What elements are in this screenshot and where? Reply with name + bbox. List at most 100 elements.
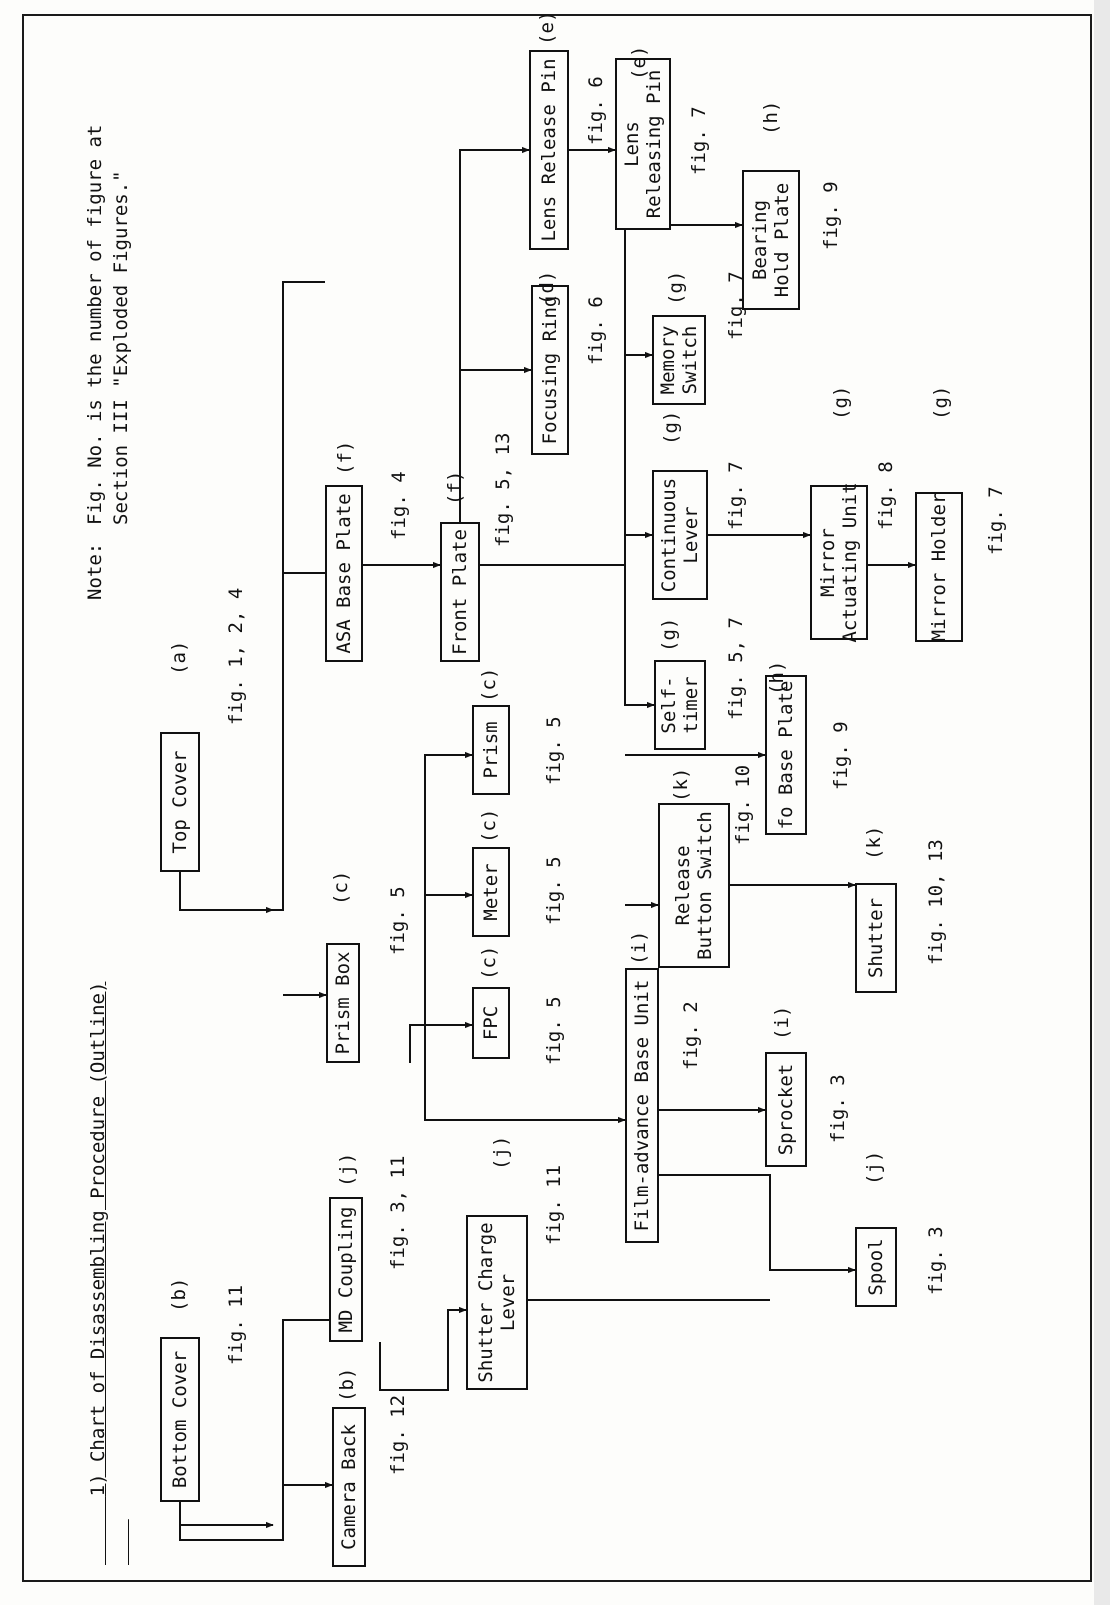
node-shutter: Shutter <box>855 883 897 993</box>
code-mirror-holder: (g) <box>930 385 952 420</box>
title-number: 1) <box>86 1473 109 1497</box>
node-continuous-lever: Continuous Lever <box>652 470 708 600</box>
code-top-cover: (a) <box>168 640 190 675</box>
node-prism-box: Prism Box <box>326 943 360 1063</box>
node-mirror-actuating-unit: Mirror Actuating Unit <box>810 482 868 643</box>
code-sprocket: (i) <box>771 1005 793 1040</box>
node-fpc: FPC <box>472 987 510 1059</box>
fig-release-button-switch: fig. 10 <box>732 764 754 845</box>
code-mirror-actuating-unit: (g) <box>830 385 852 420</box>
fig-bearing-hold-plate: fig. 9 <box>820 181 842 250</box>
connector-bottomcover <box>179 1319 329 1541</box>
fig-memory-switch: fig. 7 <box>725 271 747 340</box>
fig-front-plate: fig. 5, 13 <box>492 432 514 547</box>
connector-front-to-group <box>480 564 654 706</box>
fig-self-timer: fig. 5, 7 <box>725 617 747 720</box>
node-self-timer: Self- timer <box>654 660 706 750</box>
code-fpc: (c) <box>478 945 500 980</box>
fig-fpc: fig. 5 <box>543 996 565 1065</box>
node-meter: Meter <box>472 847 510 937</box>
code-fo-base-plate: (h) <box>766 660 788 695</box>
node-memory-switch: Memory Switch <box>652 315 706 405</box>
node-shutter-charge-lever: Shutter Charge Lever <box>466 1215 528 1390</box>
note-label: Note: <box>84 542 106 600</box>
connector-prismbox-to-fpc <box>409 1021 473 1063</box>
code-meter: (c) <box>478 808 500 843</box>
note-line-2: Section III "Exploded Figures." <box>110 170 132 525</box>
node-release-button-switch: Release Button Switch <box>658 803 730 968</box>
fig-meter: fig. 5 <box>543 856 565 925</box>
node-front-plate: Front Plate <box>440 522 480 662</box>
fig-sprocket: fig. 3 <box>827 1074 849 1143</box>
node-lens-release-pin: Lens Release Pin <box>529 50 569 250</box>
node-film-advance-base-unit: Film-advance Base Unit <box>625 968 659 1243</box>
code-self-timer: (g) <box>658 617 680 652</box>
connector-prismbox-prism <box>424 751 473 1063</box>
code-lens-release-pin: (e) <box>536 10 558 45</box>
connector-front-lens-branch <box>459 146 530 370</box>
page-border <box>22 14 1092 1582</box>
title-text: Chart of Disassembling Procedure (Outlin… <box>86 981 109 1463</box>
page-title: 1) Chart of Disassembling Procedure (Out… <box>64 982 132 1565</box>
code-front-plate: (f) <box>444 470 466 505</box>
fig-lens-release-pin: fig. 6 <box>585 76 607 145</box>
fig-asa-base-plate: fig. 4 <box>388 471 410 540</box>
connector-prismbox-meter <box>424 891 473 1063</box>
fig-film-advance-base-unit: fig. 2 <box>680 1001 702 1070</box>
code-lens-releasing-pin: (e) <box>628 45 650 80</box>
fig-continuous-lever: fig. 7 <box>725 461 747 530</box>
scan-edge <box>1094 0 1110 1605</box>
code-bottom-cover: (b) <box>168 1277 190 1312</box>
node-prism: Prism <box>472 705 510 795</box>
fig-mirror-holder: fig. 7 <box>985 486 1007 555</box>
code-camera-back: (b) <box>336 1367 358 1402</box>
connector-bottomcover-arrow <box>179 1502 274 1529</box>
code-shutter-charge-lever: (j) <box>490 1135 512 1170</box>
fig-spool: fig. 3 <box>925 1226 947 1295</box>
code-memory-switch: (g) <box>665 270 687 305</box>
fig-lens-releasing-pin: fig. 7 <box>688 106 710 175</box>
fig-shutter-charge-lever: fig. 11 <box>543 1164 565 1245</box>
code-md-coupling: (j) <box>336 1152 358 1187</box>
code-prism: (c) <box>478 667 500 702</box>
code-film-advance-base-unit: (i) <box>628 930 650 965</box>
code-focusing-ring: (d) <box>536 270 558 305</box>
code-continuous-lever: (g) <box>660 410 682 445</box>
fig-shutter: fig. 10, 13 <box>925 839 947 965</box>
node-fo-base-plate: fo Base Plate <box>765 675 807 835</box>
node-asa-base-plate: ASA Base Plate <box>325 485 363 662</box>
node-mirror-holder: Mirror Holder <box>915 492 963 642</box>
fig-prism: fig. 5 <box>543 716 565 785</box>
connector-filmadvance-spool <box>659 1174 856 1274</box>
connector-prismbox-filmadvance <box>424 1063 626 1124</box>
node-lens-releasing-pin: Lens Releasing Pin <box>615 58 671 230</box>
fig-md-coupling: fig. 3, 11 <box>387 1155 409 1270</box>
node-md-coupling: MD Coupling <box>329 1197 363 1342</box>
code-asa-base-plate: (f) <box>334 440 356 475</box>
connector-topcover-arrow <box>179 872 274 914</box>
fig-mirror-actuating-unit: fig. 8 <box>875 461 897 530</box>
connector-topcover-trunk <box>179 281 325 911</box>
code-spool: (j) <box>863 1150 885 1185</box>
note-line-1: Fig. No. is the number of figure at <box>84 124 106 525</box>
node-sprocket: Sprocket <box>765 1052 807 1167</box>
code-shutter: (k) <box>863 825 885 860</box>
code-prism-box: (c) <box>330 870 352 905</box>
node-top-cover: Top Cover <box>160 732 200 872</box>
fig-focusing-ring: fig. 6 <box>585 296 607 365</box>
node-focusing-ring: Focusing Ring <box>531 285 569 455</box>
connector-md-to-shutterlever <box>379 1306 467 1391</box>
fig-prism-box: fig. 5 <box>387 886 409 955</box>
node-spool: Spool <box>855 1227 897 1307</box>
code-release-button-switch: (k) <box>670 767 692 802</box>
node-bottom-cover: Bottom Cover <box>160 1337 200 1502</box>
fig-top-cover: fig. 1, 2, 4 <box>225 587 247 725</box>
fig-fo-base-plate: fig. 9 <box>830 721 852 790</box>
code-bearing-hold-plate: (h) <box>760 100 782 135</box>
node-camera-back: Camera Back <box>332 1407 366 1567</box>
node-bearing-hold-plate: Bearing Hold Plate <box>742 170 800 310</box>
fig-bottom-cover: fig. 11 <box>225 1284 247 1365</box>
